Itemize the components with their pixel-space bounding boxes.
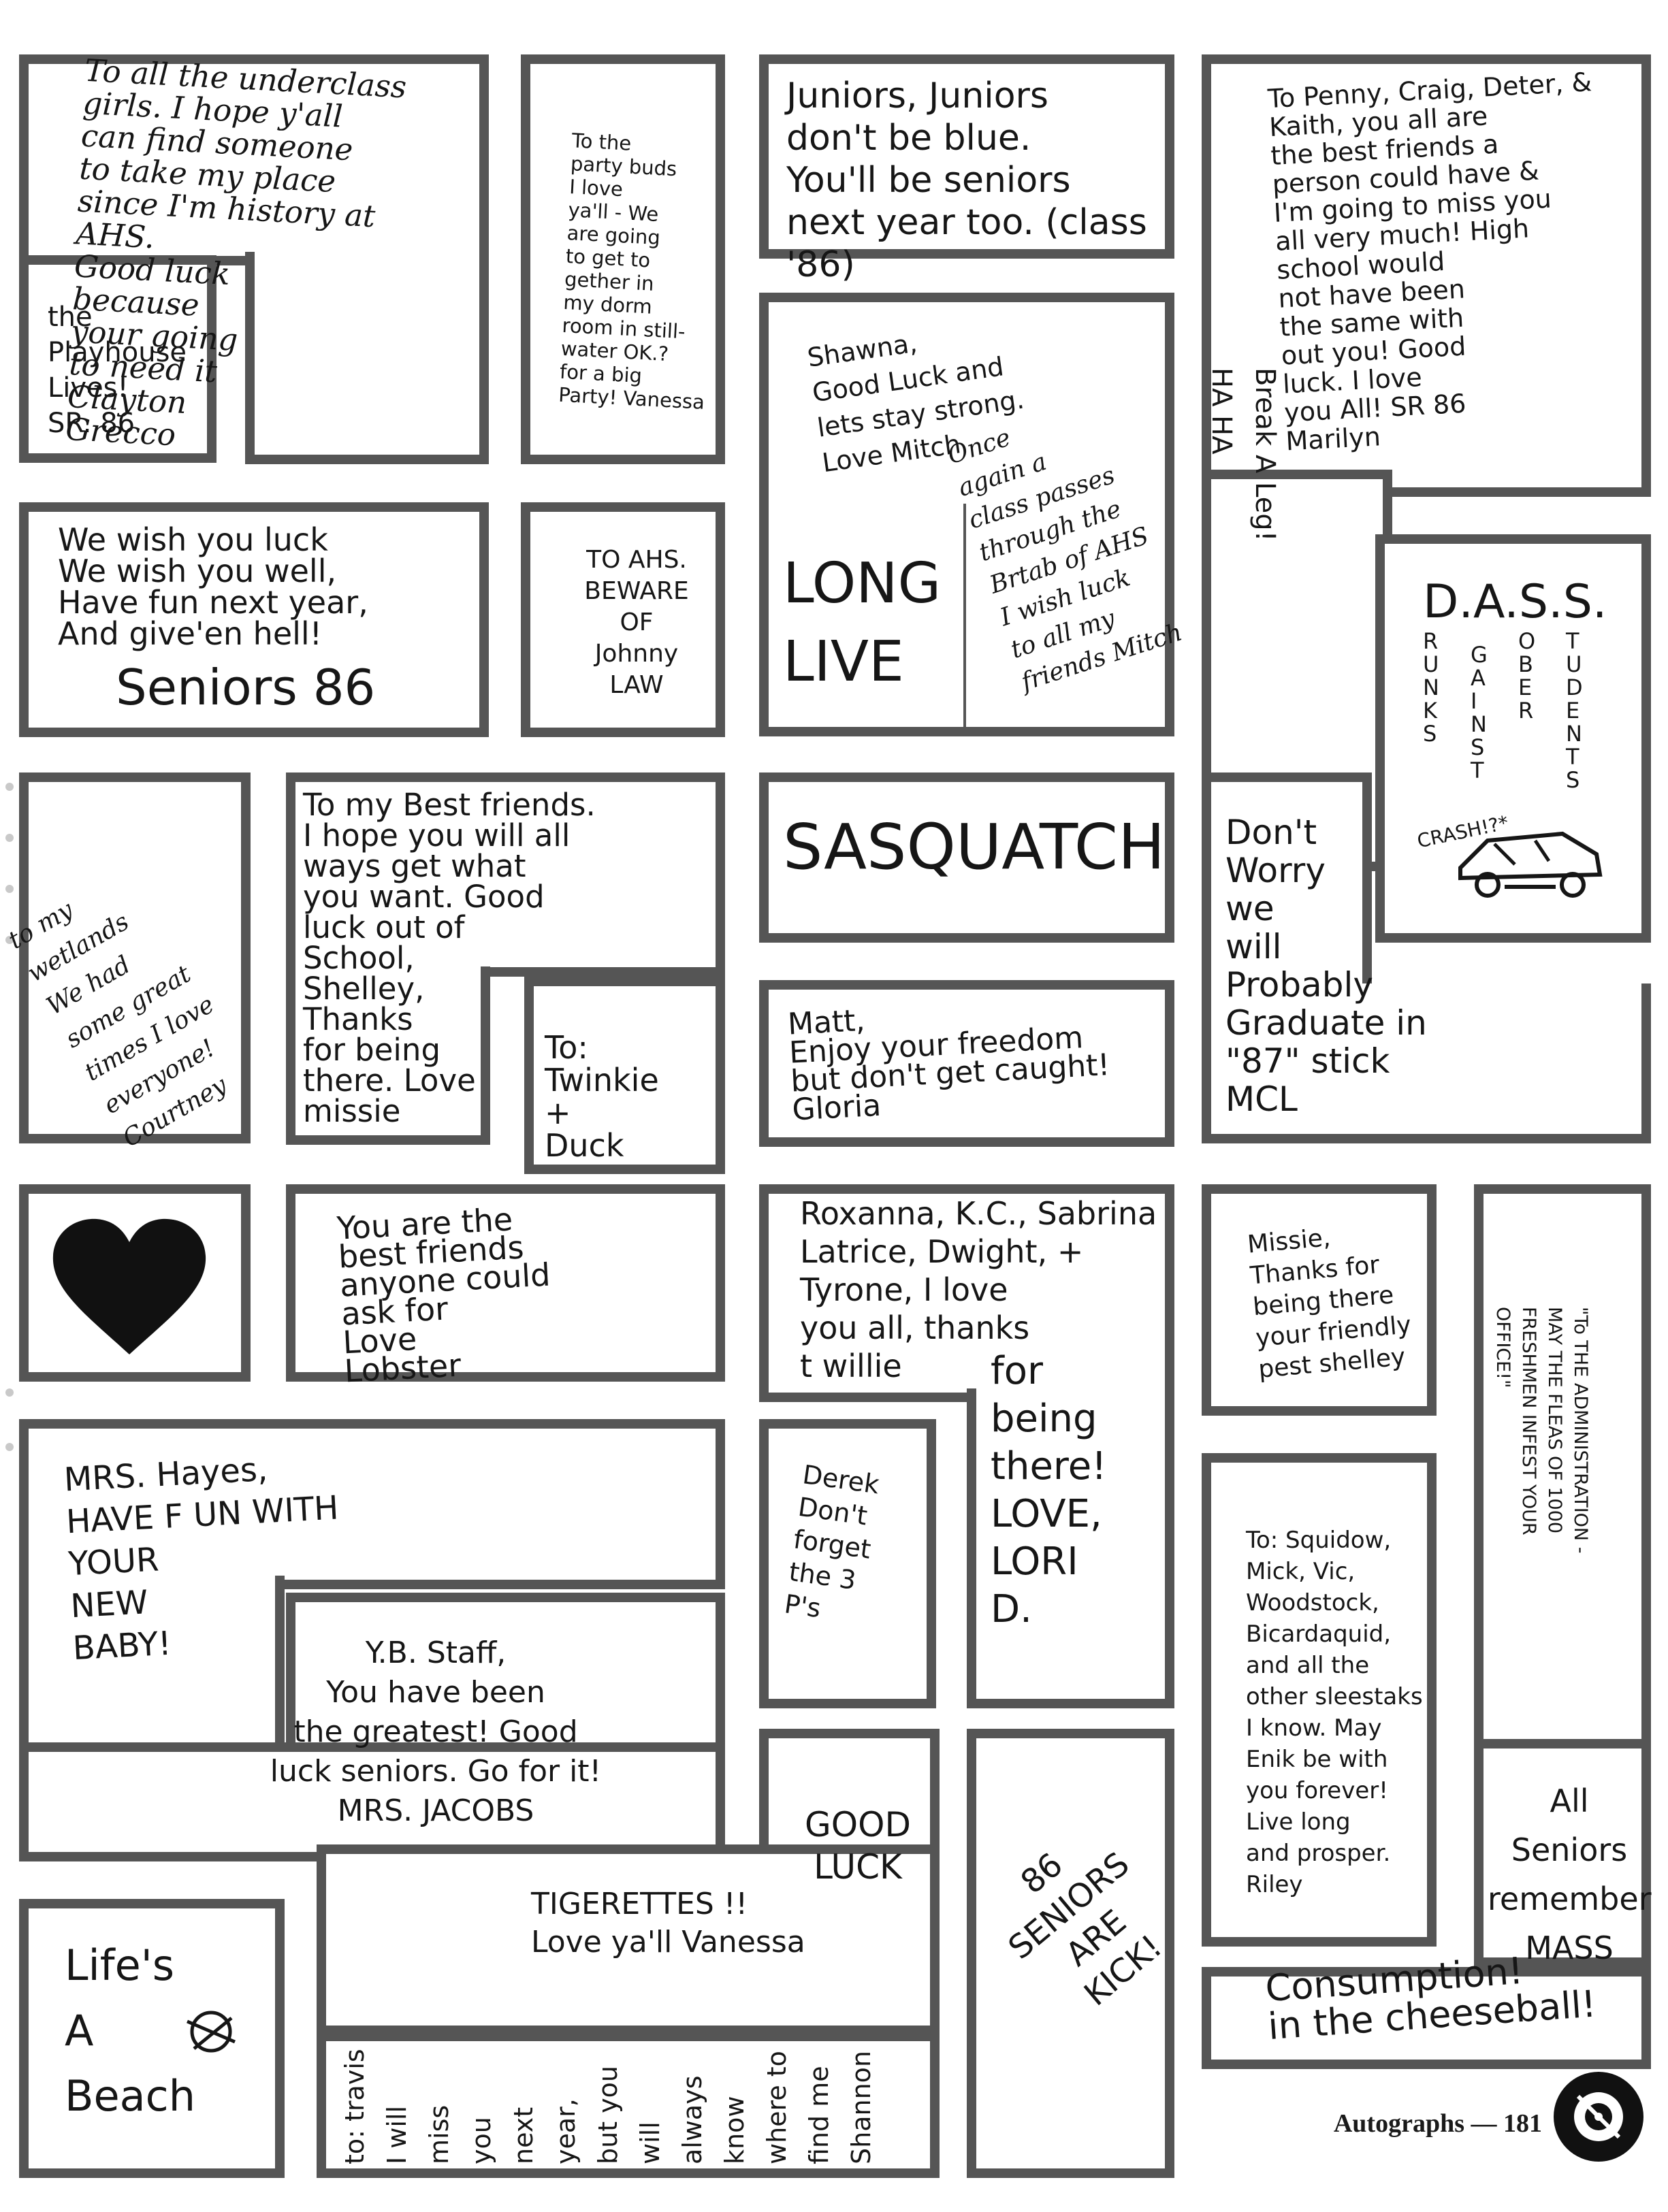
- box-lori: [967, 1388, 1174, 1708]
- box-party-buds: [521, 54, 725, 464]
- box-squidow: [1202, 1453, 1437, 1947]
- note-travis: to: travis I will miss you next year, bu…: [340, 2049, 876, 2164]
- box-dont-worry-bottom: [1202, 983, 1651, 1143]
- heart-icon: [52, 1218, 206, 1354]
- box-sasquatch: [759, 772, 1174, 943]
- note-all-seniors: All Seniors remember MASS: [1488, 1783, 1652, 1966]
- box-underclass-top: [19, 54, 489, 265]
- box-good-luck: [759, 1729, 940, 1865]
- binder-hole: [5, 1443, 14, 1451]
- note-lori: for being there! LOVE, LORI D.: [991, 1349, 1107, 1631]
- box-missie-thanks: [1202, 1184, 1437, 1416]
- note-lifes: Life's A Beach: [65, 1940, 196, 2121]
- box-travis: [317, 2032, 940, 2178]
- note-derek: Derek Don't forget the 3 P's: [782, 1459, 882, 1624]
- sun-icon: [187, 2011, 236, 2053]
- box-all-seniors: [1474, 1739, 1651, 1967]
- note-matt: Matt, Enjoy your freedom but don't get c…: [786, 1003, 1111, 1128]
- note-dass-word-4: TUDENTS: [1566, 628, 1583, 793]
- binder-hole: [5, 783, 14, 791]
- note-dont-worry: Don't Worry we will Probably Graduate in…: [1225, 813, 1427, 1119]
- note-roxanna: Roxanna, K.C., Sabrina Latrice, Dwight, …: [800, 1195, 1157, 1384]
- note-dass-title: D.A.S.S.: [1423, 575, 1607, 629]
- note-break-leg: Break A Leg! HA HA: [1206, 368, 1281, 542]
- binder-hole: [5, 1388, 14, 1397]
- note-tigerettes: TIGERETTES !! Love ya'll Vanessa: [531, 1887, 805, 1959]
- box-yb-staff-top: [286, 1593, 725, 1759]
- box-juniors: [759, 54, 1174, 259]
- note-yb-staff: Y.B. Staff, You have been the greatest! …: [270, 1636, 602, 1828]
- box-johnny-law: [521, 502, 725, 737]
- box-lobster: [286, 1184, 725, 1382]
- box-lifes: [19, 1899, 285, 2178]
- note-penny: To Penny, Craig, Deter, & Kaith, you all…: [1267, 67, 1593, 457]
- note-dass-word-2: GAINST: [1471, 642, 1488, 783]
- note-twinkie: To: Twinkie + Duck: [545, 1029, 659, 1164]
- box-matt: [759, 980, 1174, 1147]
- note-party-buds: To the party buds I love ya'll - We are …: [558, 129, 705, 414]
- note-dass-word-3: OBER: [1518, 628, 1536, 723]
- note-playhouse: the Playhouse Lives! SR. 86: [48, 302, 187, 439]
- binder-hole: [5, 936, 14, 944]
- box-consumption: [1202, 1967, 1651, 2069]
- note-seniors86: Seniors 86: [116, 659, 376, 716]
- note-long-live: LONG LIVE: [783, 551, 942, 694]
- page-footer-label: Autographs — 181: [1333, 2109, 1542, 2138]
- note-good-luck: GOOD LUCK: [805, 1805, 911, 1887]
- note-lobster: You are the best friends anyone could as…: [336, 1201, 551, 1390]
- binder-hole: [5, 885, 14, 893]
- box-wish-luck: [19, 502, 489, 737]
- box-tigerettes: [317, 1844, 940, 2035]
- note-wish-luck: We wish you luck We wish you well, Have …: [58, 521, 368, 652]
- note-squidow: To: Squidow, Mick, Vic, Woodstock, Bicar…: [1246, 1527, 1423, 1898]
- box-playhouse: [19, 255, 216, 463]
- note-dass-word-1: RUNKS: [1423, 628, 1439, 747]
- box-best-friends-bottom: [286, 966, 490, 1145]
- box-seniors-kick: [967, 1729, 1174, 2178]
- note-sasquatch: SASQUATCH: [783, 811, 1166, 883]
- box-hayes-top: [19, 1419, 725, 1589]
- box-derek: [759, 1419, 936, 1708]
- box-twinkie: [524, 977, 725, 1174]
- box-long-live: [759, 504, 963, 736]
- note-best-friends: To my Best friends. I hope you will all …: [303, 787, 596, 1129]
- box-dont-worry-top: [1202, 772, 1372, 997]
- box-dass: [1375, 534, 1651, 943]
- note-juniors: Juniors, Juniors don't be blue. You'll b…: [786, 76, 1147, 285]
- box-wetlands: [19, 772, 251, 1143]
- car-icon: [1458, 831, 1603, 898]
- note-johnny-law: TO AHS. BEWARE OF Johnny LAW: [584, 546, 689, 699]
- record-logo-icon: [1554, 2072, 1643, 2162]
- box-penny: [1202, 54, 1651, 497]
- box-underclass-bottom: [245, 252, 489, 464]
- box-hayes-bottom: [19, 1576, 285, 1756]
- note-missie-thanks: Missie, Thanks for being there your frie…: [1246, 1224, 1413, 1384]
- note-administration: "To THE ADMINISTRATION - MAY THE FLEAS O…: [1492, 1307, 1591, 1554]
- binder-hole: [5, 834, 14, 842]
